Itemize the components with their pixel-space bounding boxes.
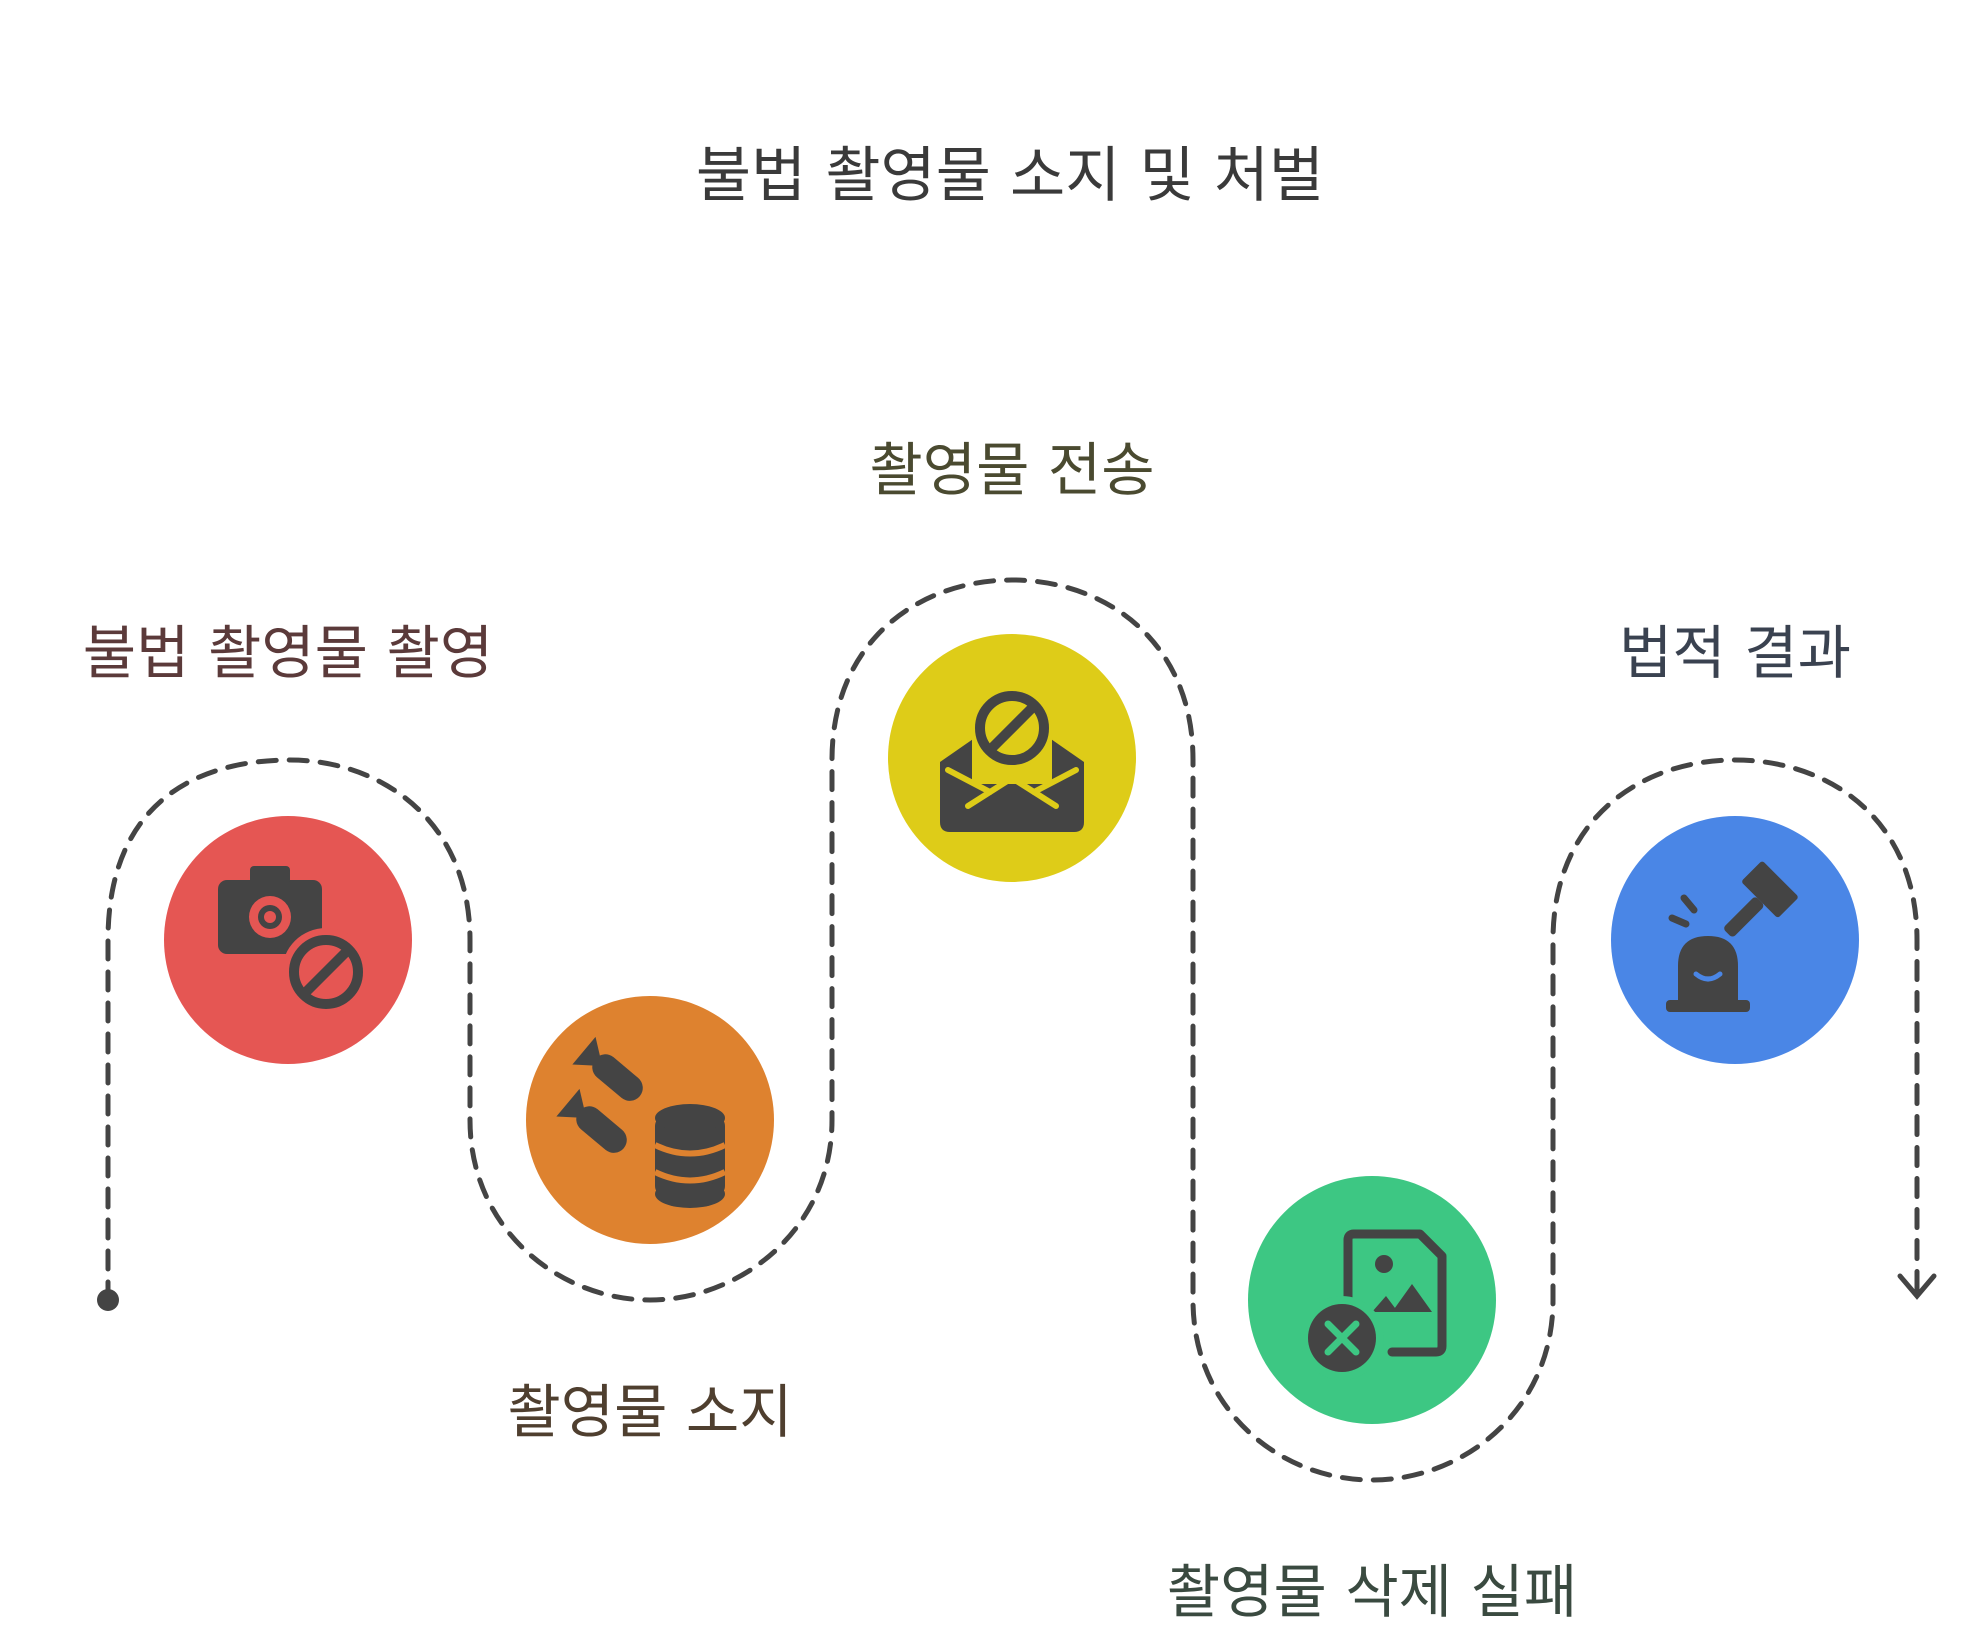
envelope-prohibited-icon [940,688,1084,832]
step-2-circle [526,996,774,1244]
flow-path [105,577,1920,1483]
step-1-label: 불법 촬영물 촬영 [83,619,493,687]
database-stack [653,1104,727,1208]
step-5: 법적 결과 [1611,619,1859,1064]
step-3: 촬영물 전송 [869,436,1155,882]
step-4-circle [1248,1176,1496,1424]
camera-prohibited-icon [218,866,370,1016]
step-4-label: 촬영물 삭제 실패 [1167,1558,1577,1626]
path-start-dot [97,1289,119,1311]
step-5-label: 법적 결과 [1619,619,1851,687]
step-1: 불법 촬영물 촬영 [83,619,493,1064]
step-2-label: 촬영물 소지 [507,1378,792,1446]
image-file-delete-icon [1300,1229,1447,1380]
diagram-title: 불법 촬영물 소지 및 처벌 [696,141,1324,211]
step-5-circle [1611,816,1859,1064]
path-end-arrow-icon [1897,1273,1937,1300]
step-3-label: 촬영물 전송 [869,436,1154,504]
bombs-database-icon [556,1036,727,1208]
step-2: 촬영물 소지 [507,996,793,1446]
gavel-siren-icon [1666,861,1798,1012]
step-4: 촬영물 삭제 실패 [1167,1176,1577,1626]
